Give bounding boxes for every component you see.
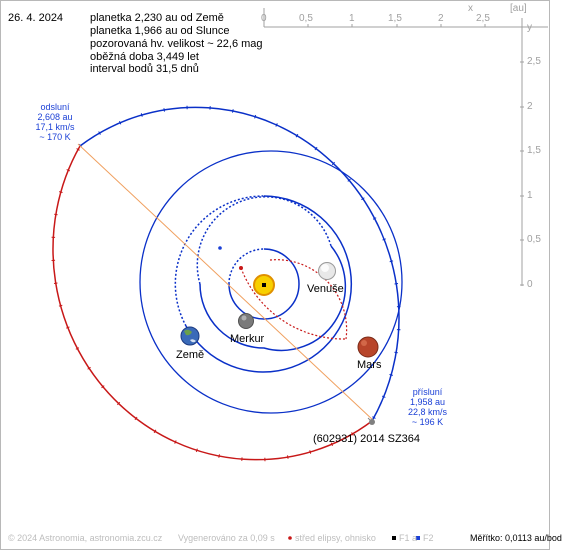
venus-orbit	[196, 196, 347, 352]
y-tick-0: 0	[527, 279, 533, 290]
info-line-1: planetka 2,230 au od Země	[90, 12, 224, 24]
info-line-2: planetka 1,966 au od Slunce	[90, 25, 230, 37]
aphelion-speed: 17,1 km/s	[35, 122, 75, 132]
footer-generated: Vygenerováno za 0,09 s	[178, 533, 275, 543]
perihelion-distance: 1,958 au	[409, 397, 446, 407]
mars-label: Mars	[357, 359, 382, 371]
y-axis-symbol: y	[527, 22, 532, 33]
side-axis	[520, 18, 524, 286]
aphelion-label: odsluní 2,608 au 17,1 km/s ~ 170 K	[30, 102, 80, 142]
footer-legend-center: střed elipsy, ohnisko	[295, 533, 376, 543]
earth-icon	[180, 326, 200, 346]
perihelion-speed: 22,8 km/s	[407, 407, 447, 417]
footer-legend-f2: F2	[423, 533, 434, 543]
y-tick-2: 2	[527, 101, 533, 112]
earth-orbit	[174, 195, 353, 373]
x-tick-0: 0	[261, 13, 267, 24]
x-tick-2: 2	[438, 13, 444, 24]
orbit-canvas	[51, 8, 548, 540]
venus-icon	[318, 262, 336, 280]
venus-label: Venuše	[307, 283, 344, 295]
perihelion-title: přísluní	[412, 387, 443, 397]
info-line-5: interval bodů 31,5 dnů	[90, 63, 199, 75]
mars-icon	[357, 336, 379, 358]
aphelion-distance: 2,608 au	[37, 112, 73, 122]
x-tick-1: 1	[349, 13, 355, 24]
earth-label: Země	[176, 349, 205, 361]
mercury-icon	[238, 313, 254, 329]
date-label: 26. 4. 2024	[8, 12, 64, 24]
aphelion-temp: ~ 170 K	[39, 132, 71, 142]
y-tick-1: 1	[527, 190, 533, 201]
x-tick-2-5: 2,5	[476, 13, 490, 24]
top-axis	[263, 8, 548, 28]
footer-legend-f1: F1 a	[399, 533, 418, 543]
y-tick-2-5: 2,5	[527, 56, 541, 67]
x-tick-0-5: 0,5	[299, 13, 313, 24]
aphelion-title: odsluní	[40, 102, 70, 112]
perihelion-temp: ~ 196 K	[411, 417, 444, 427]
sun-icon	[253, 274, 275, 296]
asteroid-label: (602931) 2014 SZ364	[313, 433, 421, 445]
mercury-orbit	[228, 248, 300, 320]
axis-unit: [au]	[510, 3, 527, 14]
info-line-3: pozorovaná hv. velikost ~ 22,6 mag	[90, 38, 263, 50]
y-tick-1-5: 1,5	[527, 145, 541, 156]
footer-copyright: © 2024 Astronomia, astronomia.zcu.cz	[8, 533, 163, 543]
asteroid-icon	[367, 417, 375, 425]
x-tick-1-5: 1,5	[388, 13, 402, 24]
legend-f2-mark	[416, 536, 420, 540]
y-tick-0-5: 0,5	[527, 234, 541, 245]
x-axis-symbol: x	[468, 3, 473, 14]
info-line-4: oběžná doba 3,449 let	[90, 51, 199, 63]
legend-f1-mark	[392, 536, 396, 540]
legend-center-dot	[288, 536, 292, 540]
footer-scale: Měřítko: 0,0113 au/bod	[470, 533, 562, 543]
mercury-label: Merkur	[230, 333, 265, 345]
perihelion-label: přísluní 1,958 au 22,8 km/s ~ 196 K	[400, 387, 455, 427]
asteroid-orbit	[51, 105, 401, 462]
mars-orbit	[139, 150, 403, 414]
